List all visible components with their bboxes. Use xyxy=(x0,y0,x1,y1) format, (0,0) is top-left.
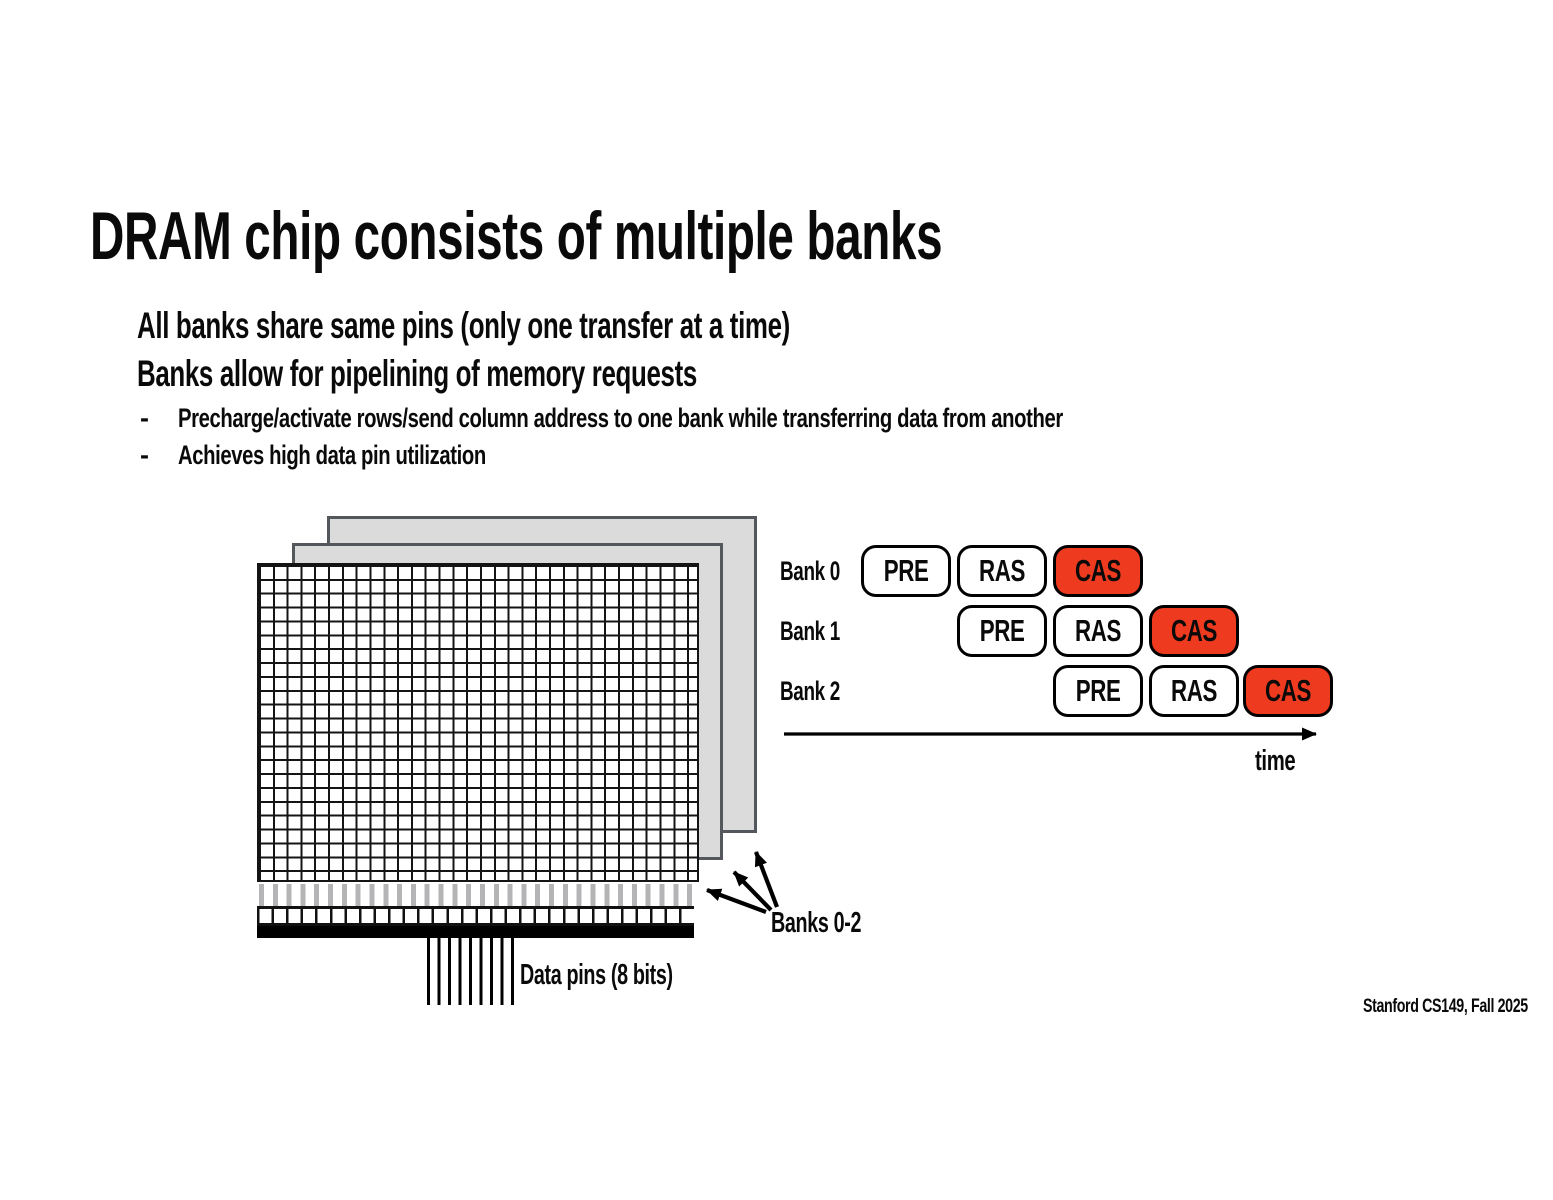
op-box-bank1-ras: RAS xyxy=(1053,605,1143,657)
bullet-shared-pins: All banks share same pins (only one tran… xyxy=(137,306,1070,346)
footer-credit: Stanford CS149, Fall 2025 xyxy=(1308,996,1528,1018)
bank-pointer-arrow-icon xyxy=(706,888,767,914)
sub-bullet-dash: - xyxy=(140,403,149,433)
bullet-text: Banks allow for pipelining of memory req… xyxy=(137,353,697,394)
op-box-bank2-cas-highlighted: CAS xyxy=(1243,665,1333,717)
chip-pin-row xyxy=(257,906,694,926)
timeline-row-label-bank1: Bank 1 xyxy=(780,605,860,657)
bank-io-connectors xyxy=(259,884,696,906)
sub-bullet-text: Achieves high data pin utilization xyxy=(178,440,486,470)
timeline-row-label-bank0: Bank 0 xyxy=(780,545,860,597)
banks-0-2-label: Banks 0-2 xyxy=(771,906,904,940)
op-box-bank2-pre: PRE xyxy=(1053,665,1143,717)
page-title-text: DRAM chip consists of multiple banks xyxy=(90,198,943,274)
bank-pointer-arrow-icon xyxy=(754,851,779,908)
op-box-bank1-pre: PRE xyxy=(957,605,1047,657)
op-box-text: CAS xyxy=(1264,673,1312,708)
op-box-text: RAS xyxy=(978,553,1026,588)
sub-bullet-precharge: Precharge/activate rows/send column addr… xyxy=(178,403,1358,433)
op-box-text: RAS xyxy=(1074,613,1122,648)
row-label-text: Bank 1 xyxy=(780,615,840,646)
op-box-bank1-cas-highlighted: CAS xyxy=(1149,605,1239,657)
dram-cell-grid xyxy=(257,563,699,882)
bank-pointer-arrow-icon xyxy=(732,870,773,912)
op-box-text: PRE xyxy=(979,613,1025,648)
row-label-text: Bank 0 xyxy=(780,555,840,586)
banks-0-2-label-text: Banks 0-2 xyxy=(771,907,862,939)
op-box-text: RAS xyxy=(1170,673,1218,708)
footer-credit-text: Stanford CS149, Fall 2025 xyxy=(1363,996,1528,1017)
time-axis-label: time xyxy=(1255,745,1313,777)
bullet-pipelining: Banks allow for pipelining of memory req… xyxy=(137,354,937,394)
data-pins-label: Data pins (8 bits) xyxy=(520,958,745,992)
page-title: DRAM chip consists of multiple banks xyxy=(90,202,1308,270)
op-box-text: CAS xyxy=(1074,553,1122,588)
op-box-bank0-ras: RAS xyxy=(957,545,1047,597)
op-box-bank2-ras: RAS xyxy=(1149,665,1239,717)
op-box-bank0-pre: PRE xyxy=(861,545,951,597)
op-box-text: PRE xyxy=(1075,673,1121,708)
bullet-text: All banks share same pins (only one tran… xyxy=(137,305,790,346)
timeline-row-label-bank2: Bank 2 xyxy=(780,665,860,717)
time-axis-label-text: time xyxy=(1255,745,1296,777)
op-box-text: PRE xyxy=(883,553,929,588)
op-box-bank0-cas-highlighted: CAS xyxy=(1053,545,1143,597)
data-pins-label-text: Data pins (8 bits) xyxy=(520,959,673,991)
sub-bullet-utilization: Achieves high data pin utilization xyxy=(178,440,589,470)
data-pin-wires xyxy=(427,938,515,1005)
op-box-text: CAS xyxy=(1170,613,1218,648)
chip-bus-bar xyxy=(257,926,694,938)
row-label-text: Bank 2 xyxy=(780,675,840,706)
sub-bullet-text: Precharge/activate rows/send column addr… xyxy=(178,403,1063,433)
sub-bullet-dash: - xyxy=(140,440,149,470)
